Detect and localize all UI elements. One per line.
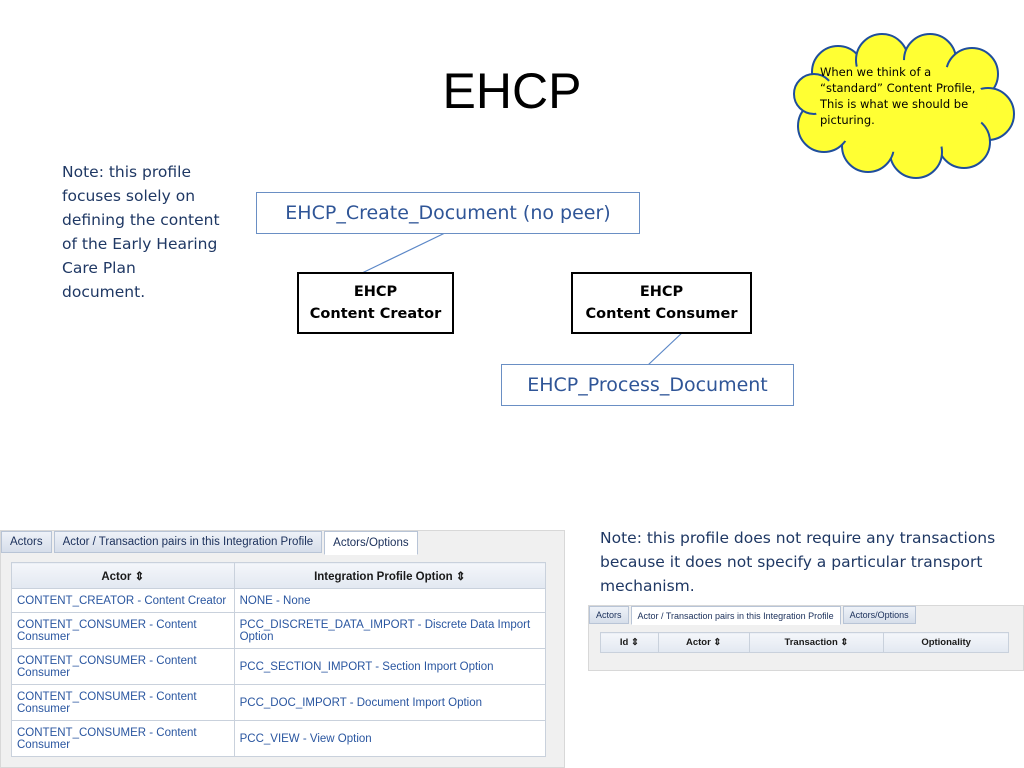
table-row: CONTENT_CONSUMER - Content Consumer PCC_… [11,684,547,721]
column-header-transaction[interactable]: Transaction ⇕ [748,632,885,653]
actor-transaction-pairs-panel: Actors Actor / Transaction pairs in this… [588,605,1024,671]
actor-consumer-line1: EHCP [639,284,684,300]
actor-cell[interactable]: CONTENT_CONSUMER - Content Consumer [11,720,235,757]
transaction-process-document: EHCP_Process_Document [501,364,794,406]
options-panel-tabs: Actors Actor / Transaction pairs in this… [1,531,420,555]
tab-actors[interactable]: Actors [589,606,629,624]
process-connector [647,330,685,366]
column-header-optionality[interactable]: Optionality [883,632,1009,653]
actor-transaction-pairs-table: Id ⇕ Actor ⇕ Transaction ⇕ Optionality [600,632,1009,653]
thought-cloud [793,33,1015,179]
actor-consumer-line2: Content Consumer [585,306,738,322]
option-cell[interactable]: PCC_DOC_IMPORT - Document Import Option [233,684,547,721]
actor-creator-line2: Content Creator [309,306,442,322]
option-cell[interactable]: PCC_VIEW - View Option [233,720,547,757]
actor-creator-line1: EHCP [353,284,398,300]
actors-options-table: Actor ⇕ Integration Profile Option ⇕ CON… [11,562,547,757]
transaction-create-document: EHCP_Create_Document (no peer) [256,192,640,234]
tab-actors[interactable]: Actors [1,531,52,553]
column-header-integration-profile-option[interactable]: Integration Profile Option ⇕ [233,562,547,589]
actor-cell[interactable]: CONTENT_CONSUMER - Content Consumer [11,648,235,685]
tab-actor-transaction-pairs[interactable]: Actor / Transaction pairs in this Integr… [630,606,841,625]
table-row: CONTENT_CONSUMER - Content Consumer PCC_… [11,612,547,649]
actor-content-consumer: EHCP Content Consumer [571,272,752,334]
actor-content-creator: EHCP Content Creator [297,272,454,334]
column-header-actor[interactable]: Actor ⇕ [11,562,235,589]
page-title: EHCP [442,63,582,119]
column-header-actor[interactable]: Actor ⇕ [657,632,750,653]
pairs-panel-tabs: Actors Actor / Transaction pairs in this… [589,606,918,625]
profile-scope-note: Note: this profile focuses solely on def… [62,163,220,301]
actors-options-panel: Actors Actor / Transaction pairs in this… [0,530,565,768]
table-row: CONTENT_CREATOR - Content Creator NONE -… [11,588,547,613]
option-cell[interactable]: NONE - None [233,588,547,613]
tab-actors-options[interactable]: Actors/Options [324,531,418,555]
tab-actors-options[interactable]: Actors/Options [842,606,916,624]
column-header-id[interactable]: Id ⇕ [600,632,659,653]
table-row: CONTENT_CONSUMER - Content Consumer PCC_… [11,648,547,685]
option-cell[interactable]: PCC_SECTION_IMPORT - Section Import Opti… [233,648,547,685]
cloud-note: When we think of a “standard” Content Pr… [820,65,976,127]
table-row: CONTENT_CONSUMER - Content Consumer PCC_… [11,720,547,757]
actor-cell[interactable]: CONTENT_CREATOR - Content Creator [11,588,235,613]
tab-actor-transaction-pairs[interactable]: Actor / Transaction pairs in this Integr… [53,531,323,553]
option-cell[interactable]: PCC_DISCRETE_DATA_IMPORT - Discrete Data… [233,612,547,649]
actor-cell[interactable]: CONTENT_CONSUMER - Content Consumer [11,684,235,721]
actor-cell[interactable]: CONTENT_CONSUMER - Content Consumer [11,612,235,649]
transport-note: Note: this profile does not require any … [600,529,996,595]
